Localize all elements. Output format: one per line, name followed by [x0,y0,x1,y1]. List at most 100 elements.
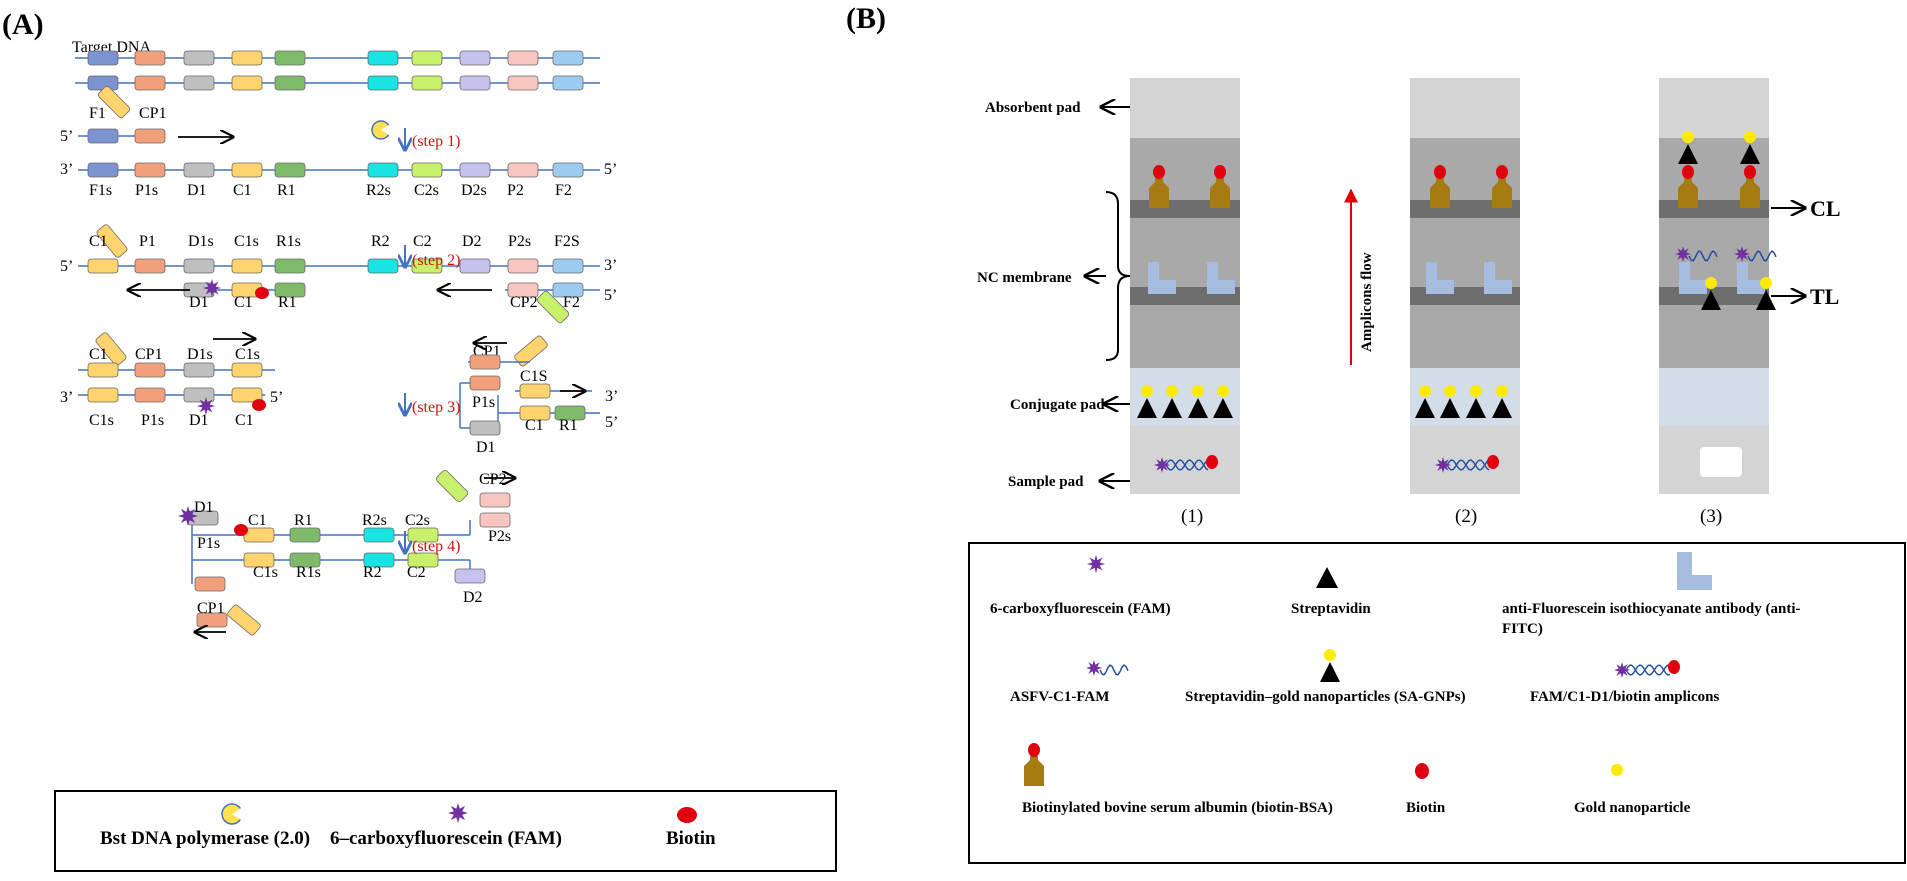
amplicon-helix [1165,459,1209,471]
step-2: (step 2) [405,245,460,269]
c1s-seg [519,383,551,399]
biotin-bsa [1740,178,1760,208]
template-label: F1s [89,182,112,199]
biotin-dot [1496,165,1508,179]
gold-nanoparticle [1324,649,1336,661]
cp1-seg [469,354,501,370]
d1-label: D1 [189,294,209,311]
step3-bottom-label: D1 [189,412,209,429]
c1p1-primer-box [96,224,128,258]
dumbbell-top-seg [243,527,275,543]
dumbbell-top-seg [363,527,395,543]
cp2-primer [435,469,469,503]
step2-segment [552,258,584,274]
streptavidin [1440,398,1460,418]
c1-label: C1 [525,417,544,434]
streptavidin [1162,398,1182,418]
d2-seg [454,568,486,584]
step3-top-label: D1s [187,346,213,363]
absorbent-pad [1130,78,1240,138]
target-segment [134,50,166,66]
step2-top-label: R2 [371,233,390,250]
biotin-dot [1153,165,1165,179]
prime-5-end-label: 5’ [604,161,617,178]
template-segment [274,162,306,178]
dumbbell-top-seg [407,527,439,543]
step-1-label: (step 1) [412,133,460,150]
step2-top-label: D1s [188,233,214,250]
p1-seg [134,128,166,144]
f2-seg [552,282,584,298]
p2s-seg [479,512,511,528]
template-segment [367,162,399,178]
target-segment [411,50,443,66]
c2s-label: C2s [405,512,430,529]
c1p1-primer [96,224,128,258]
target-segment [507,75,539,91]
prime-3-end-label: 3’ [605,388,618,405]
c1s-label: C1s [253,564,278,581]
strip-1 [1130,78,1240,494]
amplicon-helix [1625,664,1671,676]
target-segment [87,75,119,91]
target-segment [367,75,399,91]
prime-5-label: 5’ [60,128,73,145]
r1s-label: R1s [296,564,321,581]
absorbent-pad [1659,78,1769,138]
step2-top-label: D2 [462,233,482,250]
cp2-seg [507,282,539,298]
sample-pad-label: Sample pad [1008,474,1084,490]
streptavidin-icon [1316,567,1338,588]
c1-seg [519,405,551,421]
f1-cp1-primer [97,85,131,119]
asfv-probe-wave [1688,249,1718,262]
legend-sagnps-label: Streptavidin–gold nanoparticles (SA-GNPs… [1185,689,1466,705]
step3-bottom-seg [87,387,119,403]
legend-asfv-label: ASFV-C1-FAM [1010,689,1109,705]
fam-star [1675,246,1691,262]
streptavidin [1137,398,1157,418]
cp1-label: CP1 [139,105,167,122]
step2-top-label: C1s [234,233,259,250]
biotin-dot [1668,660,1680,674]
anti-fitc-antibody [1148,262,1176,294]
legend-streptavidin-label: Streptavidin [1291,601,1371,617]
p1s-seg [194,576,226,592]
absorbent-pad-label: Absorbent pad [985,100,1081,116]
fam-star [197,397,215,415]
fam-star [1435,457,1451,473]
step-4: (step 4) [405,531,460,555]
target-segment [183,75,215,91]
amplicon-helix [1446,459,1490,471]
streptavidin [1756,290,1776,310]
biotin-dot [1214,165,1226,179]
cp1-label: CP1 [197,600,225,617]
target-segment [231,50,263,66]
anti-fitc-icon [1677,552,1712,590]
fam-star [203,279,221,297]
streptavidin [1740,144,1760,164]
step3-bottom-seg [231,387,263,403]
dumbbell-bottom-seg [407,552,439,568]
target-segment [459,50,491,66]
biotin-dot [252,399,266,411]
step3-top-seg [231,362,263,378]
gold-nanoparticle [1496,385,1508,397]
streptavidin-icon [1320,662,1340,682]
p1-seg [469,375,501,391]
step-2-label: (step 2) [412,252,460,269]
target-segment [367,50,399,66]
step2-top-label: C1 [89,233,108,250]
legend-a-polymerase: Bst DNA polymerase (2.0) [100,803,310,849]
biotin-dot [1206,455,1218,469]
prime-3-end-label: 3’ [604,257,617,274]
prime-3-label: 3’ [60,389,73,406]
template-segment [507,162,539,178]
anti-fitc-antibody [1207,262,1235,294]
legend-biotin-label: Biotin [666,828,716,849]
biotin-dot [1487,455,1499,469]
streptavidin [1492,398,1512,418]
